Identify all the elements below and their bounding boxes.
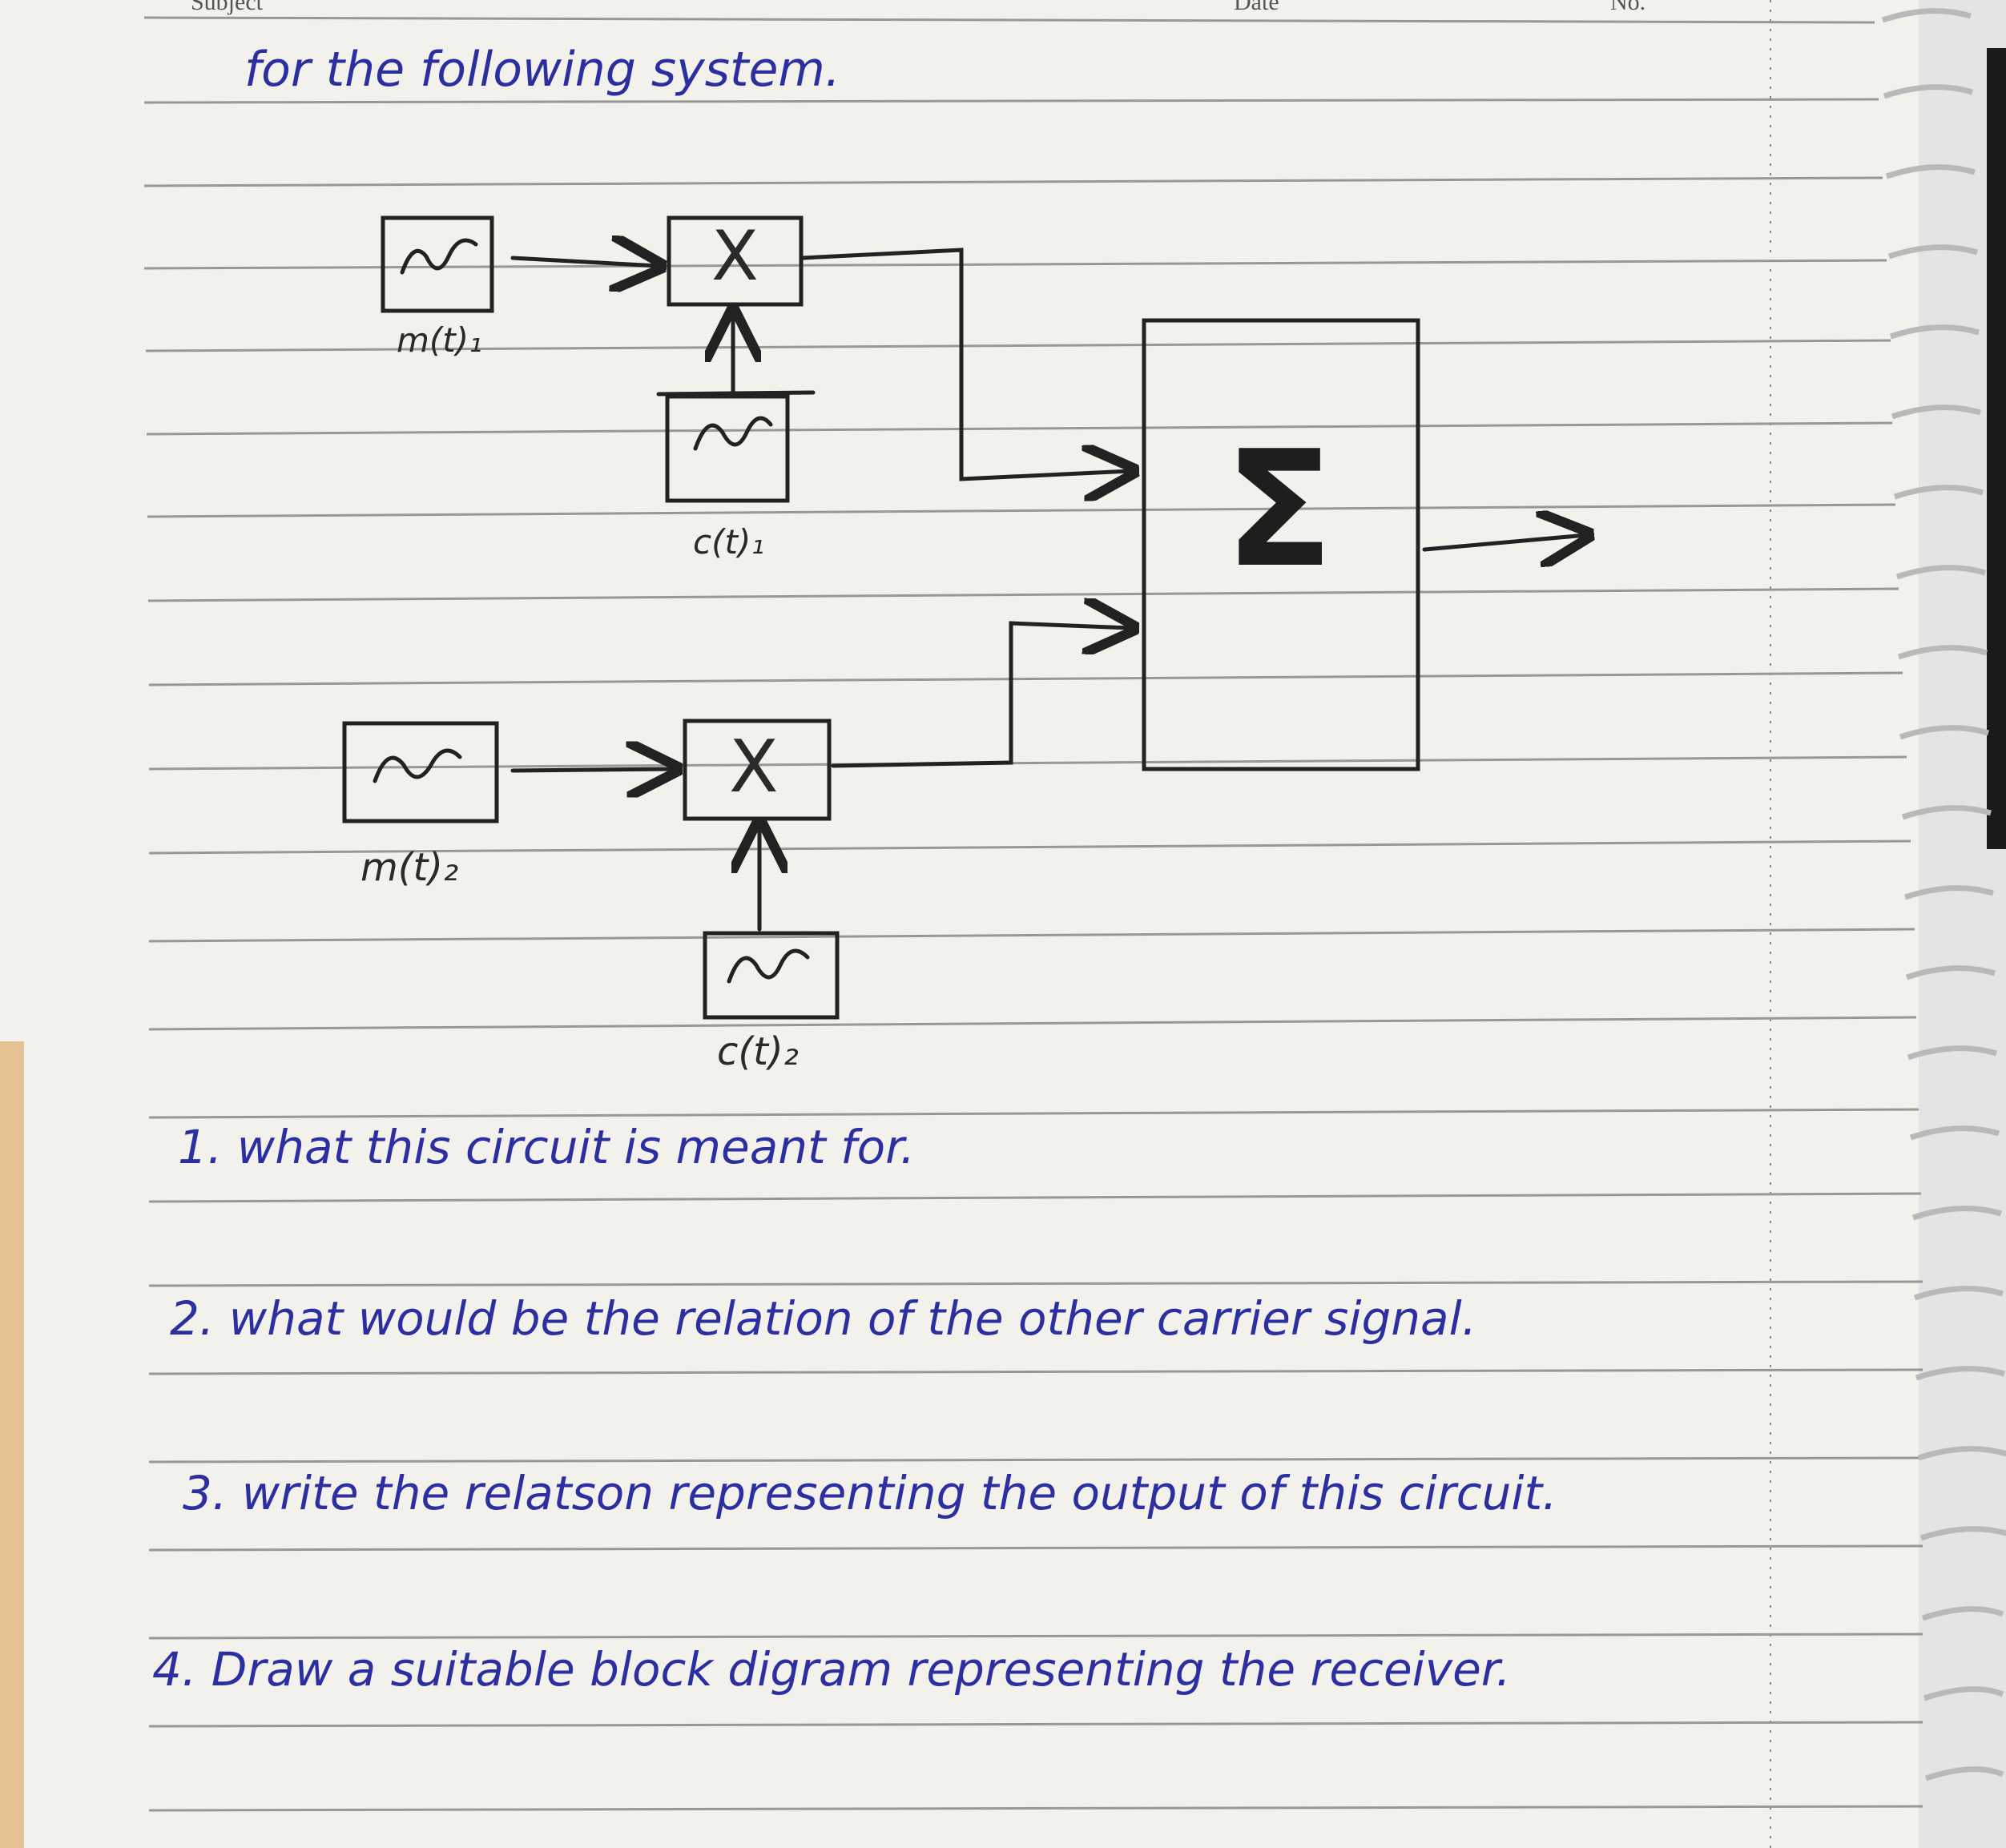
summer-symbol: Σ	[1224, 417, 1334, 603]
page-title: for the following system.	[244, 42, 840, 98]
carrier-source-2	[703, 931, 840, 1020]
question-1: 1. what this circuit is meant for.	[178, 1120, 916, 1174]
mixer-1	[667, 215, 804, 307]
mixer-2-symbol: X	[729, 725, 779, 809]
wire-mixer2-to-sum	[831, 623, 1131, 768]
sine-wave-icon	[400, 238, 478, 275]
header-no: No.	[1610, 0, 1646, 15]
question-2: 2. what would be the relation of the oth…	[170, 1291, 1477, 1346]
mixer-1-symbol: X	[711, 216, 759, 296]
sine-wave-icon	[693, 416, 773, 451]
label-carrier-1: c(t)₁	[693, 522, 765, 562]
message-source-1	[381, 215, 494, 313]
label-carrier-2: c(t)₂	[717, 1029, 799, 1074]
header-date: Date	[1234, 0, 1279, 15]
message-source-2	[342, 721, 499, 823]
carrier-source-1	[665, 394, 790, 503]
wire-mixer1-to-sum	[800, 248, 1131, 479]
output-arrow	[1422, 535, 1586, 550]
sine-wave-icon	[373, 748, 462, 783]
label-message-2: m(t)₂	[361, 845, 459, 890]
spiral-rings	[1881, 8, 2006, 1782]
label-message-1: m(t)₁	[397, 320, 482, 360]
sine-wave-icon	[727, 948, 810, 984]
arrow-m2-to-mixer2	[510, 769, 675, 771]
summer-block	[1142, 318, 1420, 771]
block-diagram	[342, 215, 1586, 1020]
header-subject: Subject	[191, 0, 263, 15]
ruled-lines	[143, 16, 1923, 1812]
question-3: 3. write the relatson representing the o…	[183, 1466, 1557, 1520]
question-4: 4. Draw a suitable block digram represen…	[152, 1642, 1511, 1697]
arrow-m1-to-mixer1	[510, 258, 659, 266]
